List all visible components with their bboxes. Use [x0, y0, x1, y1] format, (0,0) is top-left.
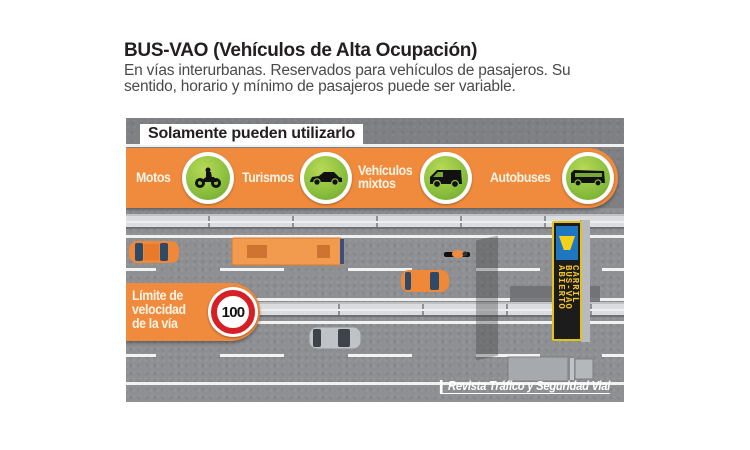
motorcycle	[442, 247, 472, 265]
lane-edge-line	[126, 235, 624, 238]
speed-limit-sign: 100	[208, 287, 258, 337]
van-icon	[430, 170, 462, 189]
label-autobuses: Autobuses	[490, 169, 551, 185]
motorcycle-icon	[195, 167, 221, 188]
motorcycle-badge	[182, 152, 234, 204]
credit-text: Revista Tráfico y Seguridad Vial	[439, 380, 610, 394]
grey-truck	[506, 356, 596, 387]
speed-limit-value: 100	[211, 290, 255, 334]
vms-sign: CARRIL BUS-VAO ABIERTO	[552, 221, 582, 341]
allowed-vehicles-band: Motos Turismos Vehículos	[126, 148, 618, 208]
lane-dash	[348, 354, 412, 357]
lane-dash	[476, 354, 540, 357]
bus-vao-lane-icon	[556, 226, 578, 260]
lane-dash	[602, 354, 624, 357]
lane-edge-line	[126, 321, 624, 324]
lane-line	[126, 144, 624, 147]
lane-dash	[126, 268, 156, 271]
lane-dash	[348, 268, 412, 271]
grey-car	[308, 325, 362, 356]
label-turismos: Turismos	[242, 169, 294, 185]
page-title: BUS-VAO (Vehículos de Alta Ocupación)	[124, 40, 478, 61]
car-icon	[310, 172, 342, 186]
gantry-shadow	[476, 235, 498, 361]
van-badge	[420, 152, 472, 204]
speed-limit-label: Límite de velocidad de la vía	[132, 287, 186, 331]
allowed-heading: Solamente pueden utilizarlo	[140, 124, 364, 145]
vms-text-line1: CARRIL	[570, 265, 580, 304]
page-subtitle: En vías interurbanas. Reservados para ve…	[124, 62, 571, 95]
orange-car	[128, 239, 180, 270]
label-motos: Motos	[136, 169, 171, 185]
lane-edge-line	[126, 298, 624, 301]
guard-rail	[126, 214, 624, 229]
lane-dash	[220, 354, 284, 357]
lane-dash	[220, 268, 284, 271]
orange-car	[400, 268, 450, 299]
lane-dash	[476, 268, 540, 271]
vms-text-line2: BUS-VAO	[563, 265, 573, 310]
bus-badge	[562, 152, 614, 204]
guard-rail	[256, 302, 624, 317]
bus-icon	[571, 170, 605, 187]
orange-bus	[231, 237, 345, 272]
lane-dash	[126, 354, 156, 357]
speed-limit-panel: Límite de velocidad de la vía 100	[126, 283, 260, 341]
label-vehiculos-mixtos: Vehículos mixtos	[358, 162, 413, 191]
car-badge	[300, 152, 352, 204]
vms-text-line3: ABIERTO	[556, 265, 566, 310]
lane-edge-line	[126, 382, 624, 385]
lane-dash	[602, 268, 624, 271]
road-illustration: Solamente pueden utilizarlo Motos Turism…	[126, 118, 624, 402]
